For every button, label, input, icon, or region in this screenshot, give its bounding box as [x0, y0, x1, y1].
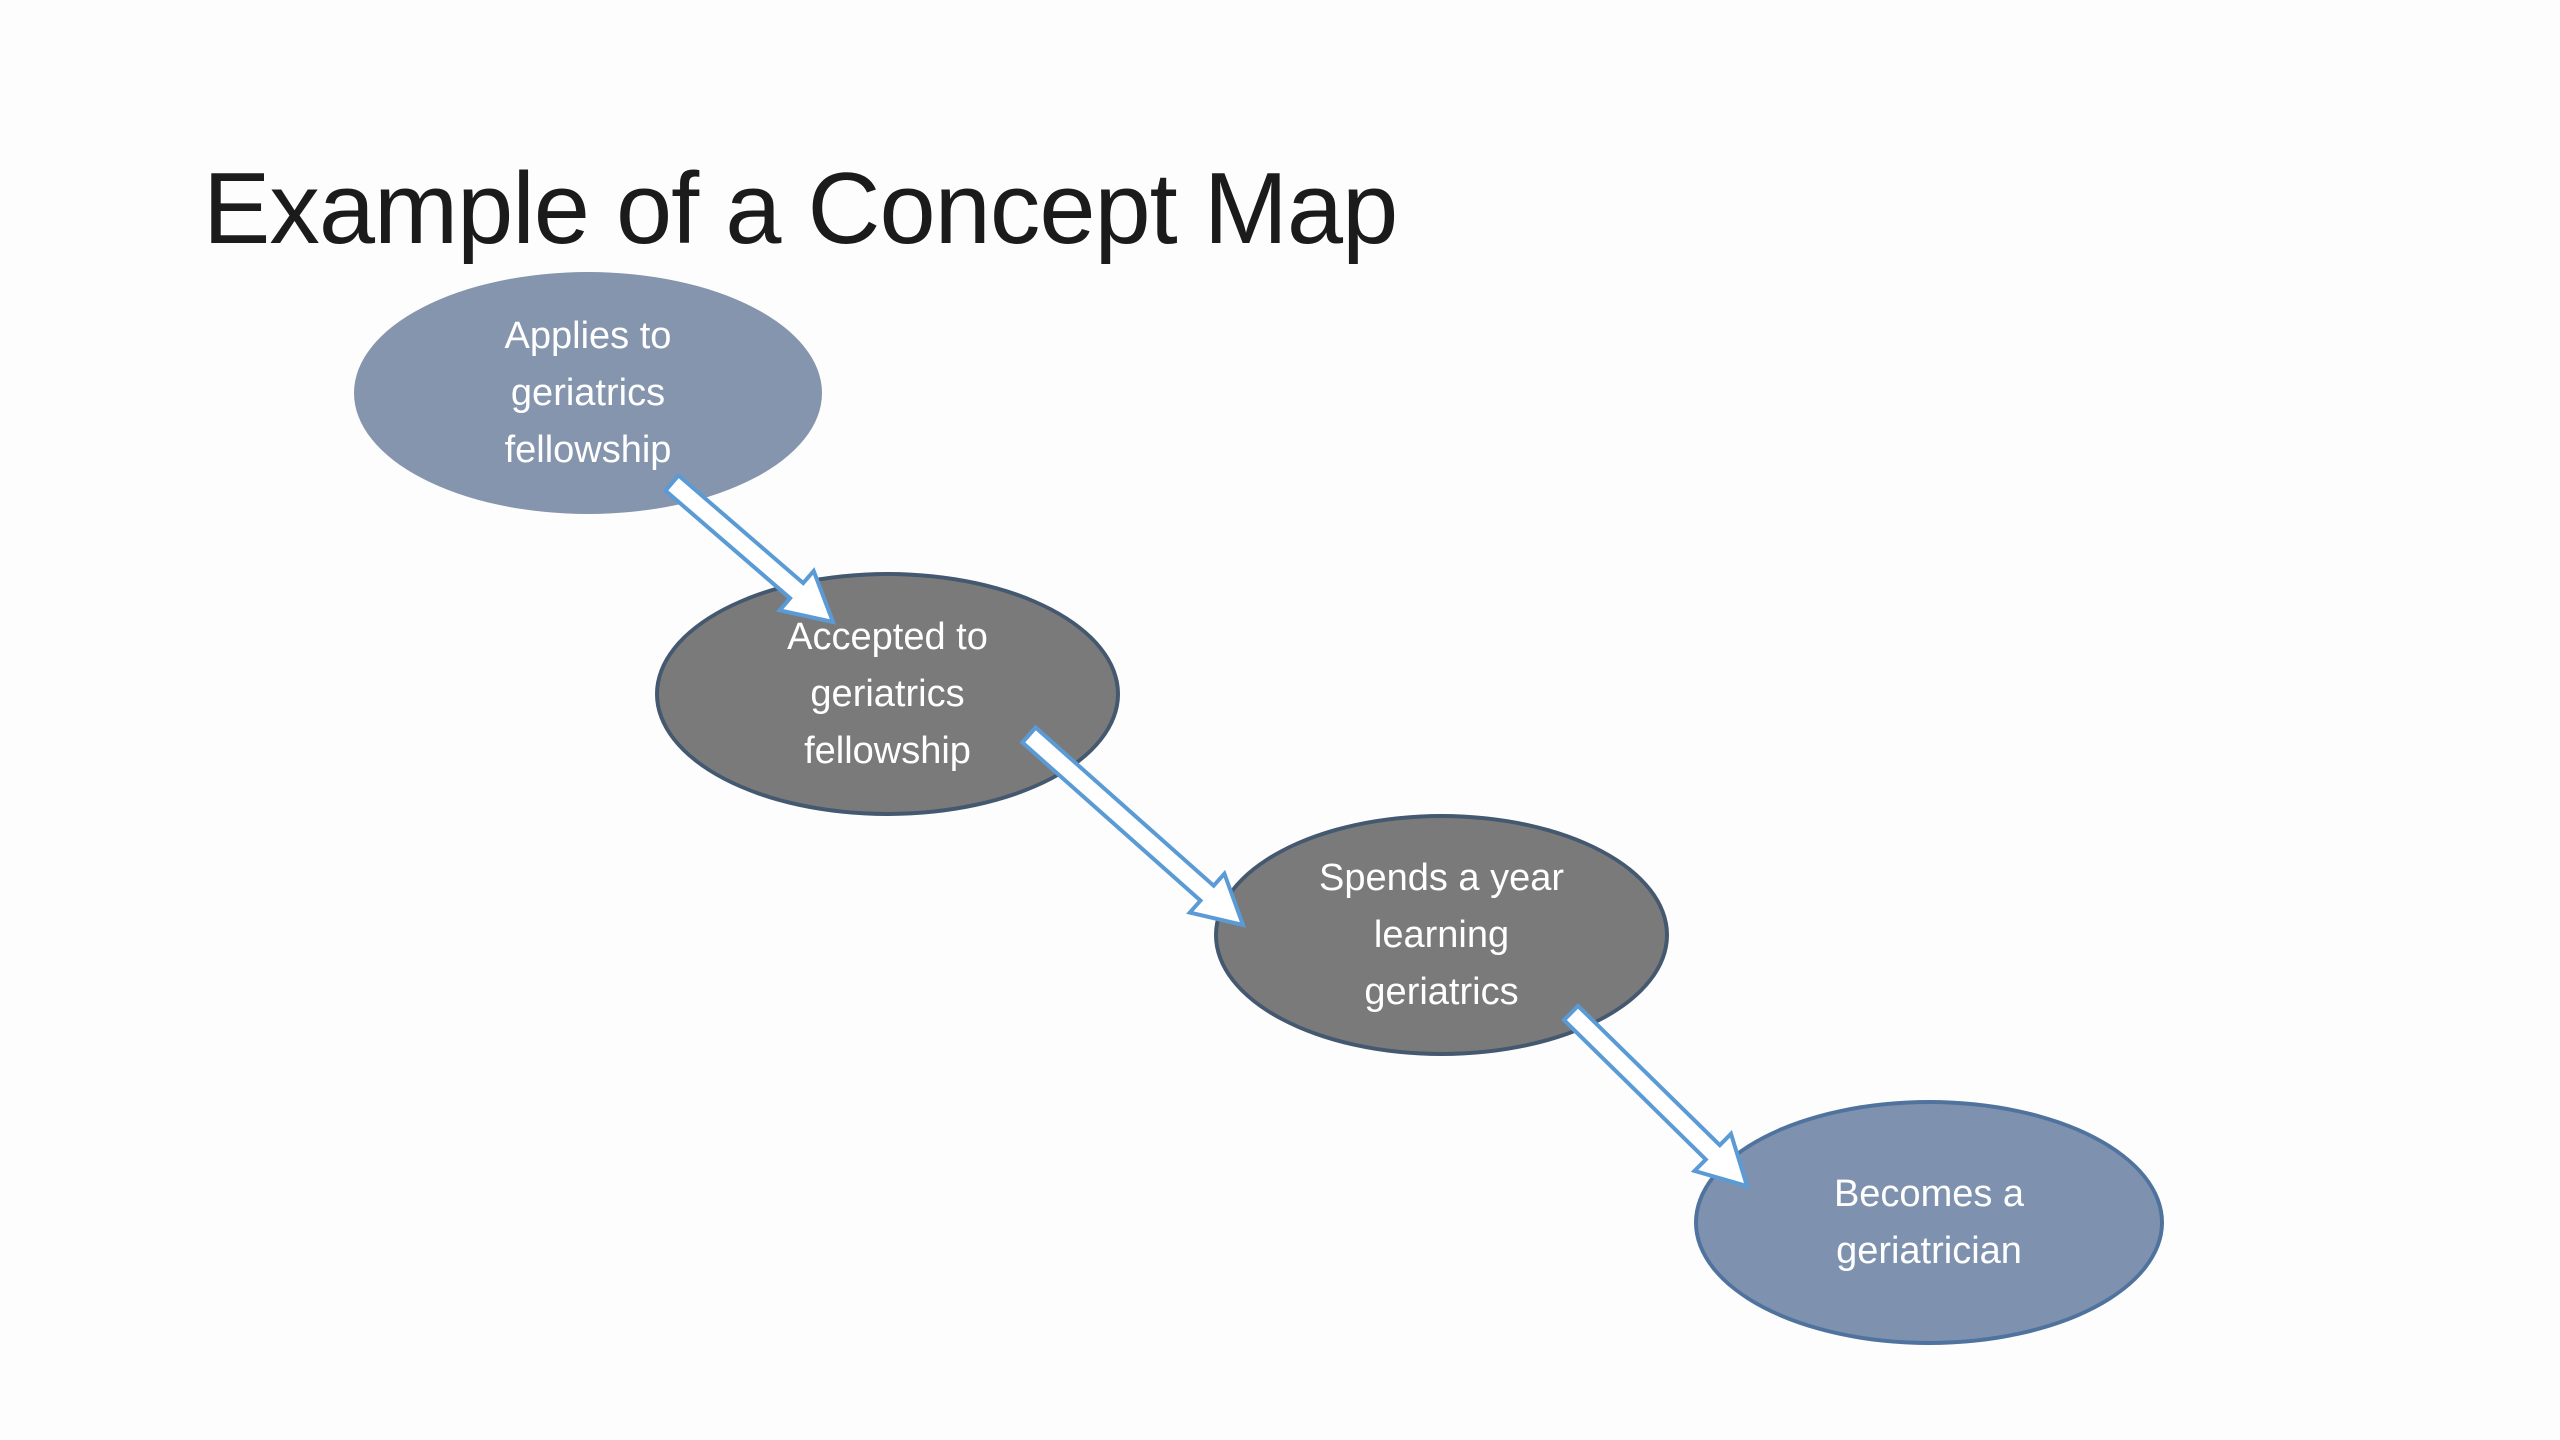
flow-arrow	[1561, 1003, 1750, 1189]
node-becomes-geriatrician: Becomes a geriatrician	[1694, 1100, 2164, 1345]
node-spends-year-learning: Spends a year learning geriatrics	[1214, 814, 1669, 1056]
page-title: Example of a Concept Map	[203, 153, 1398, 265]
node-label: Accepted to geriatrics fellowship	[787, 615, 988, 772]
node-applies-to-fellowship: Applies to geriatrics fellowship	[354, 272, 822, 514]
node-label: Becomes a geriatrician	[1833, 1172, 2025, 1272]
node-accepted-to-fellowship: Accepted to geriatrics fellowship	[655, 572, 1120, 816]
node-label: Spends a year learning geriatrics	[1318, 856, 1565, 1013]
node-label: Applies to geriatrics fellowship	[504, 314, 672, 471]
